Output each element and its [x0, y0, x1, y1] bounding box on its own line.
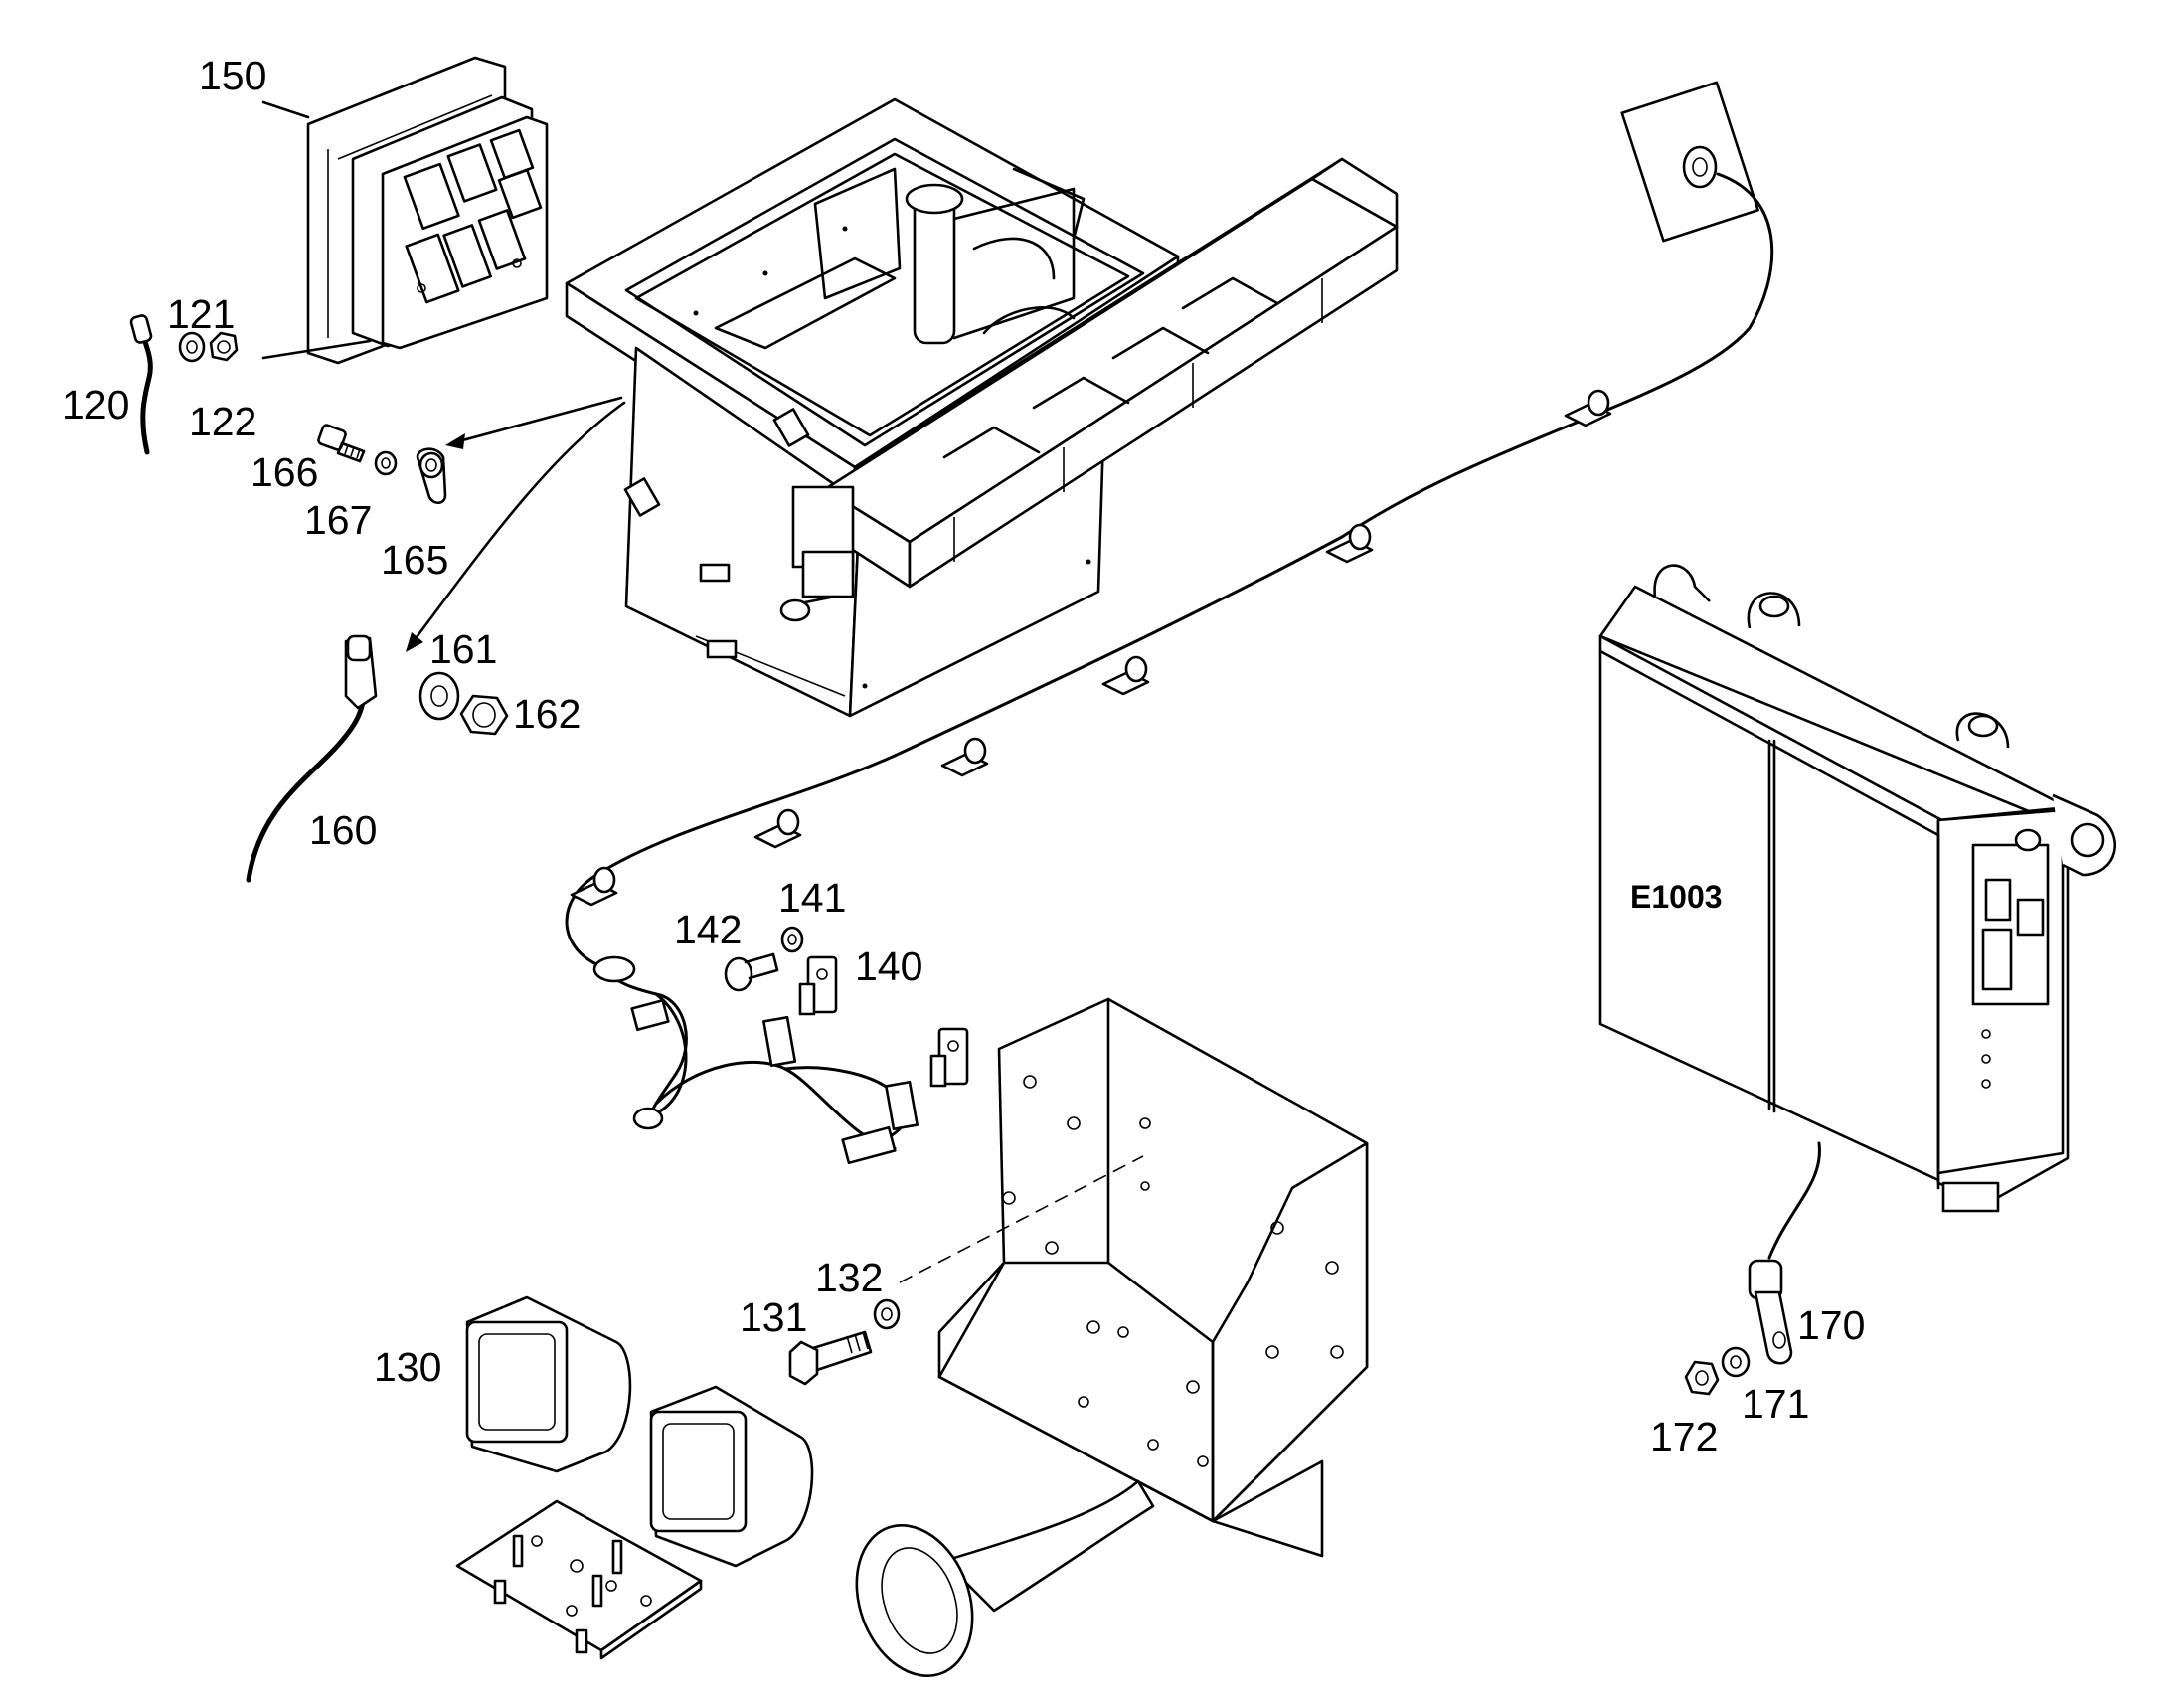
nut-122 — [209, 331, 239, 362]
callout-170: 170 — [1797, 1302, 1866, 1348]
horn — [855, 1479, 1155, 1677]
callout-131: 131 — [740, 1294, 808, 1340]
callout-142: 142 — [674, 907, 743, 952]
cable-clip — [570, 866, 618, 907]
bracket-140 — [798, 955, 838, 1016]
bolt-166 — [317, 424, 366, 463]
callout-166: 166 — [251, 449, 319, 495]
washer-132 — [873, 1298, 901, 1330]
washer-161 — [418, 671, 460, 721]
chassis-platform — [565, 97, 1399, 718]
washer-171 — [1721, 1346, 1751, 1378]
bracket-clip — [929, 1027, 969, 1088]
work-lamp-130 — [649, 1385, 814, 1568]
terminal-165 — [416, 447, 447, 505]
cable-clip — [1564, 389, 1612, 427]
screw-142 — [724, 952, 779, 992]
callout-172: 172 — [1650, 1414, 1719, 1459]
callout-150: 150 — [199, 53, 267, 98]
callout-120: 120 — [62, 382, 130, 427]
callout-171: 171 — [1742, 1381, 1810, 1427]
nut-162 — [459, 694, 509, 736]
washer-141 — [780, 926, 804, 953]
cable-clip — [1101, 655, 1150, 696]
work-lamp-130 — [465, 1295, 632, 1473]
callout-162: 162 — [513, 691, 582, 737]
callout-165: 165 — [381, 537, 449, 583]
cable-clip — [940, 737, 989, 777]
callout-140: 140 — [855, 943, 923, 989]
bolt-131 — [788, 1330, 873, 1386]
control-module-150 — [261, 56, 549, 365]
callout-161: 161 — [429, 626, 498, 672]
callout-167: 167 — [304, 497, 373, 543]
mounting-bracket — [937, 997, 1369, 1558]
callout-130: 130 — [374, 1344, 442, 1390]
cable-harness — [565, 81, 1774, 1165]
electrical-enclosure-e1003 — [1598, 564, 2116, 1213]
nut-172 — [1684, 1360, 1720, 1396]
cable-clip — [753, 808, 802, 849]
callout-132: 132 — [815, 1255, 884, 1300]
ground-wire-160 — [246, 634, 378, 883]
callout-141: 141 — [778, 875, 847, 921]
component-code-label: E1003 — [1630, 879, 1723, 915]
callout-122: 122 — [189, 399, 257, 444]
lamp-base-plate — [455, 1499, 703, 1660]
washer-121 — [178, 331, 206, 363]
ground-wire-120 — [129, 314, 153, 455]
cable-clip — [1325, 523, 1374, 564]
callout-160: 160 — [309, 807, 378, 853]
washer-167 — [374, 450, 398, 476]
callout-121: 121 — [167, 291, 236, 337]
ground-wire-170 — [1748, 1141, 1821, 1365]
